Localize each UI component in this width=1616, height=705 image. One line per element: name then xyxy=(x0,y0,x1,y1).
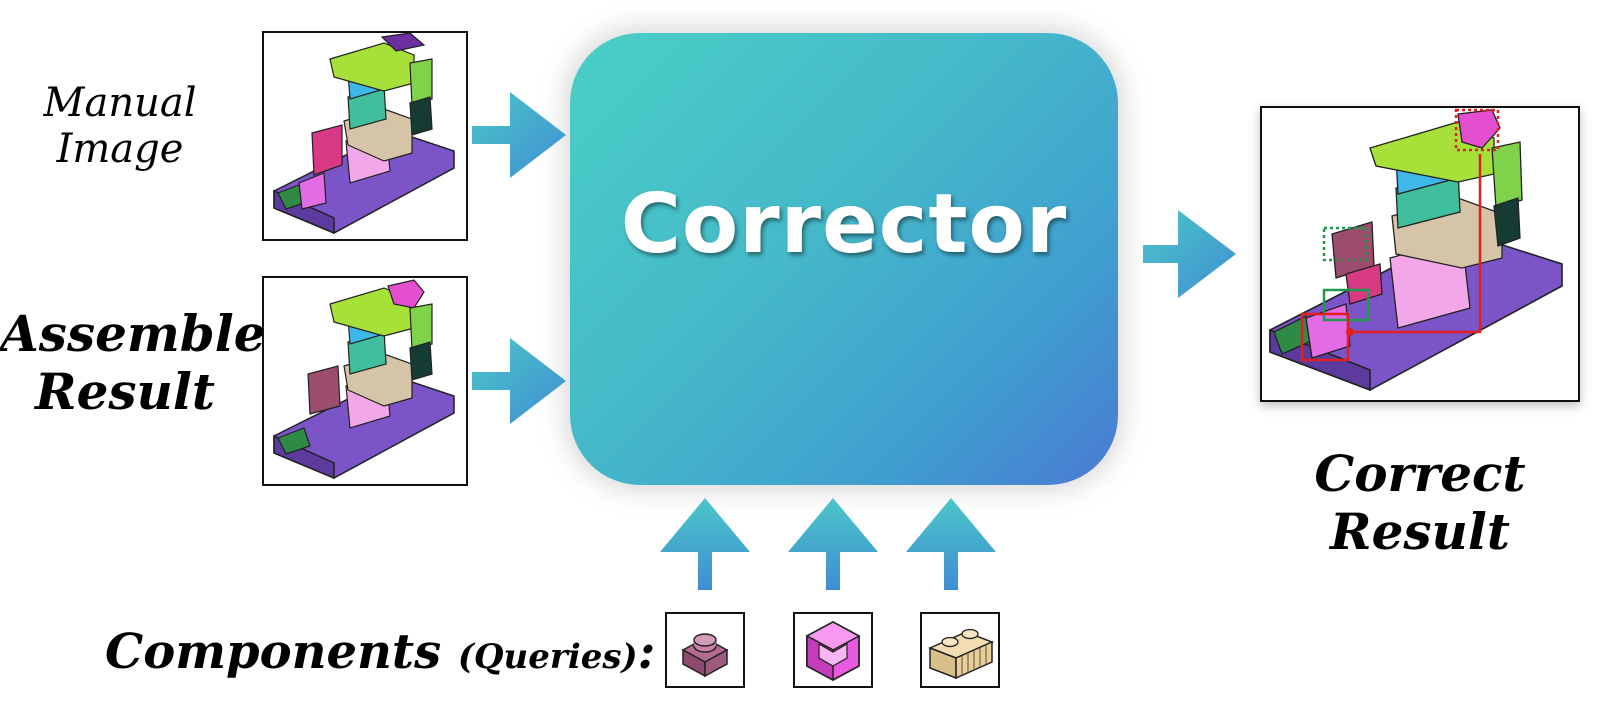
manual-image-label: Manual Image xyxy=(43,80,197,172)
tan-1x2-grille-brick-icon xyxy=(928,628,994,680)
lego-build-manual xyxy=(273,32,455,235)
assemble-result-image xyxy=(262,276,468,486)
arrow-manual-to-corrector xyxy=(472,92,566,178)
component-box-1 xyxy=(665,612,745,688)
red-move-path xyxy=(1348,154,1482,334)
green-solid-highlight xyxy=(1322,288,1370,322)
correct-result-image xyxy=(1260,106,1580,402)
components-text: Components xyxy=(105,624,442,680)
assemble-result-label: Assemble Result xyxy=(0,304,266,421)
green-dotted-highlight xyxy=(1322,226,1368,262)
arrow-component-3-up xyxy=(906,498,996,590)
arrow-component-2-up xyxy=(788,498,878,590)
arrow-assemble-to-corrector xyxy=(472,338,566,424)
components-label: Components (Queries): xyxy=(105,624,656,680)
component-box-3 xyxy=(920,612,1000,688)
dark-pink-1x1-brick-icon xyxy=(681,633,729,678)
correct-result-label: Correct Result xyxy=(1314,444,1526,561)
red-path-dot xyxy=(1346,328,1354,336)
lego-build-assembled xyxy=(273,279,455,480)
corrector-label: Corrector xyxy=(620,176,1068,272)
components-colon: : xyxy=(637,624,656,680)
red-dotted-highlight xyxy=(1454,108,1500,152)
lego-build-corrected xyxy=(1269,108,1563,392)
queries-text: (Queries) xyxy=(457,637,638,677)
red-solid-highlight xyxy=(1300,312,1350,362)
component-box-2 xyxy=(793,612,873,688)
arrow-corrector-to-result xyxy=(1143,210,1236,298)
manual-image xyxy=(262,31,468,241)
magenta-corner-brick-icon xyxy=(805,620,861,682)
arrow-component-1-up xyxy=(660,498,750,590)
corrector-block: Corrector xyxy=(570,33,1118,485)
